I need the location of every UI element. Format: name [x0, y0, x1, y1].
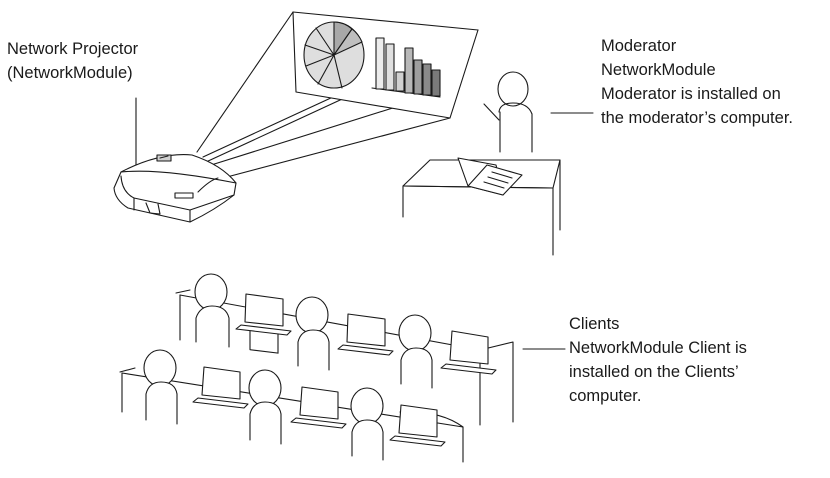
- network-projector-title: Network Projector: [7, 40, 139, 58]
- moderator-description-line: the moderator’s computer.: [601, 109, 793, 127]
- moderator-description-line: NetworkModule: [601, 61, 716, 79]
- bar-chart-icon: [371, 37, 441, 98]
- network-projector-label: Network Projector (NetworkModule): [7, 37, 138, 85]
- clients-label: Clients NetworkModule Client is installe…: [569, 312, 747, 408]
- pie-chart-icon: [303, 21, 365, 89]
- moderator-description-line: Moderator is installed on: [601, 85, 781, 103]
- moderator-person: [483, 71, 594, 153]
- client-persons: [143, 273, 433, 461]
- client-laptops: [192, 293, 497, 447]
- moderator-title: Moderator: [601, 37, 677, 55]
- clients-description-line: NetworkModule Client is: [569, 339, 747, 357]
- projection-screen: [292, 11, 479, 119]
- moderator-label: Moderator NetworkModule Moderator is ins…: [601, 34, 793, 130]
- network-projector-subtitle: (NetworkModule): [7, 64, 133, 82]
- clients-description-line: computer.: [569, 387, 642, 405]
- clients-title: Clients: [569, 315, 620, 333]
- clients-description-line: installed on the Clients’: [569, 363, 739, 381]
- network-projector-device: [113, 97, 237, 223]
- laptop-icon: [457, 157, 523, 196]
